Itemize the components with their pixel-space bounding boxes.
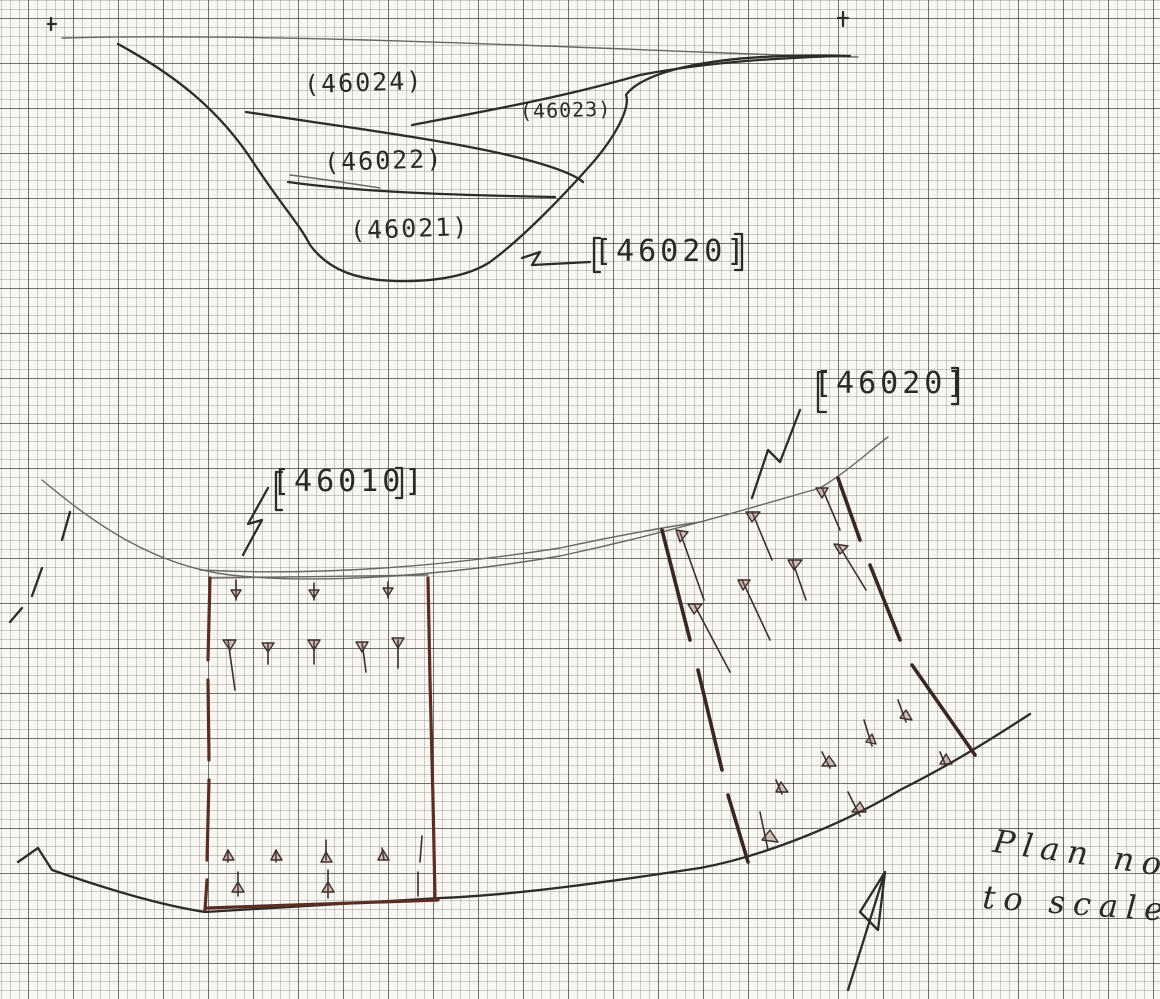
registration-marks	[46, 10, 850, 32]
layer-boundary-lower	[286, 180, 557, 199]
cross-section-sketch	[61, 36, 859, 283]
contact-label-46010: [46010]	[272, 464, 427, 499]
plan-sketch	[8, 366, 1032, 992]
ground-surface-line	[61, 36, 859, 58]
plan-upper-edge	[41, 436, 889, 580]
contact-label-46020-section: [46020]	[594, 234, 749, 269]
layer-boundary-46023	[410, 54, 840, 127]
north-arrow-icon	[846, 870, 887, 992]
pit-cut-profile	[116, 42, 852, 283]
layer-boundary-upper	[244, 110, 585, 184]
unit-label-46023: (46023)	[519, 96, 612, 124]
leader-46020	[750, 408, 802, 500]
plan-left-edge	[8, 510, 72, 624]
section-46010-box	[203, 574, 440, 912]
leader-46010	[241, 486, 270, 557]
contact-leader	[520, 250, 592, 267]
section-46020-box	[660, 476, 977, 864]
contact-label-46020-plan: [46020]	[814, 366, 969, 401]
unit-label-46024: (46024)	[303, 65, 424, 100]
unit-label-46022: (46022)	[323, 143, 444, 178]
plan-lower-edge	[16, 712, 1032, 914]
unit-label-46021: (46021)	[349, 211, 470, 246]
hachure-ticks	[222, 487, 953, 899]
